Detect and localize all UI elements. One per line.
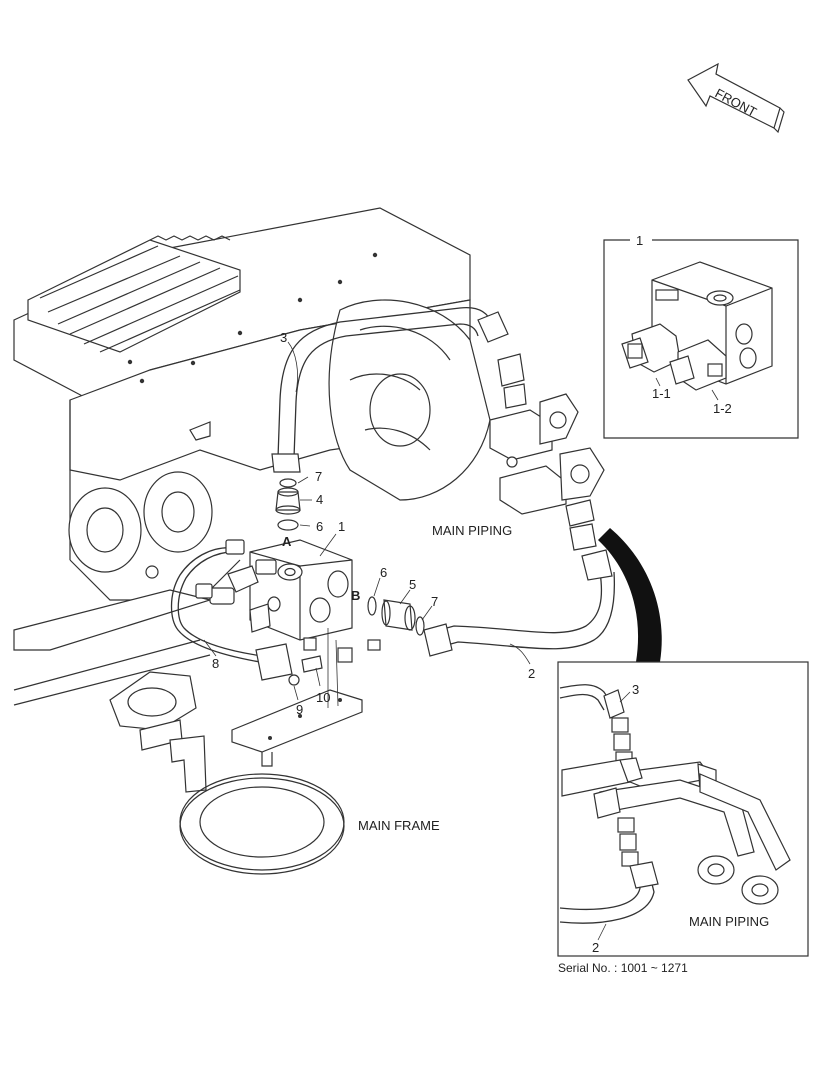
inset-ref-3: 3 bbox=[632, 682, 639, 697]
detail-pointer bbox=[598, 528, 662, 662]
main-frame-structure bbox=[13, 207, 491, 875]
wiring-harness bbox=[170, 539, 381, 686]
hose-2 bbox=[423, 549, 616, 657]
callout-3: 3 bbox=[280, 330, 287, 345]
main-piping-manifold bbox=[489, 353, 605, 551]
serial-range: Serial No. : 1001 ~ 1271 bbox=[558, 961, 688, 975]
port-b-label: B bbox=[351, 588, 360, 603]
inset-part-1-1: 1-1 bbox=[652, 386, 671, 401]
inset-part-1-2: 1-2 bbox=[713, 401, 732, 416]
port-b-fittings bbox=[367, 596, 425, 636]
callout-7-right: 7 bbox=[431, 594, 438, 609]
leaders bbox=[203, 341, 531, 708]
front-arrow: FRONT bbox=[687, 62, 785, 134]
inset-main-piping-caption: MAIN PIPING bbox=[689, 914, 769, 929]
callout-6-right: 6 bbox=[380, 565, 387, 580]
callout-5: 5 bbox=[409, 577, 416, 592]
callout-9: 9 bbox=[296, 702, 303, 717]
hose-3 bbox=[271, 306, 509, 473]
main-piping-caption: MAIN PIPING bbox=[432, 523, 512, 538]
port-a-label: A bbox=[282, 534, 292, 549]
callouts: 3 7 4 6 1 A B 6 5 7 2 8 9 10 MAIN PIPING… bbox=[212, 330, 535, 833]
inset-main-piping: 3 2 MAIN PIPING bbox=[557, 661, 809, 957]
valve-block bbox=[209, 539, 353, 641]
callout-1: 1 bbox=[338, 519, 345, 534]
inset-ref-2: 2 bbox=[592, 940, 599, 955]
callout-6-top: 6 bbox=[316, 519, 323, 534]
callout-4: 4 bbox=[316, 492, 323, 507]
callout-2: 2 bbox=[528, 666, 535, 681]
main-frame-caption: MAIN FRAME bbox=[358, 818, 440, 833]
callout-10: 10 bbox=[316, 690, 330, 705]
inset-valve-assembly: 1 1-1 1-2 bbox=[603, 233, 799, 439]
inset-valve-ref: 1 bbox=[636, 233, 643, 248]
callout-8: 8 bbox=[212, 656, 219, 671]
port-a-fittings bbox=[275, 478, 301, 531]
callout-7-top: 7 bbox=[315, 469, 322, 484]
